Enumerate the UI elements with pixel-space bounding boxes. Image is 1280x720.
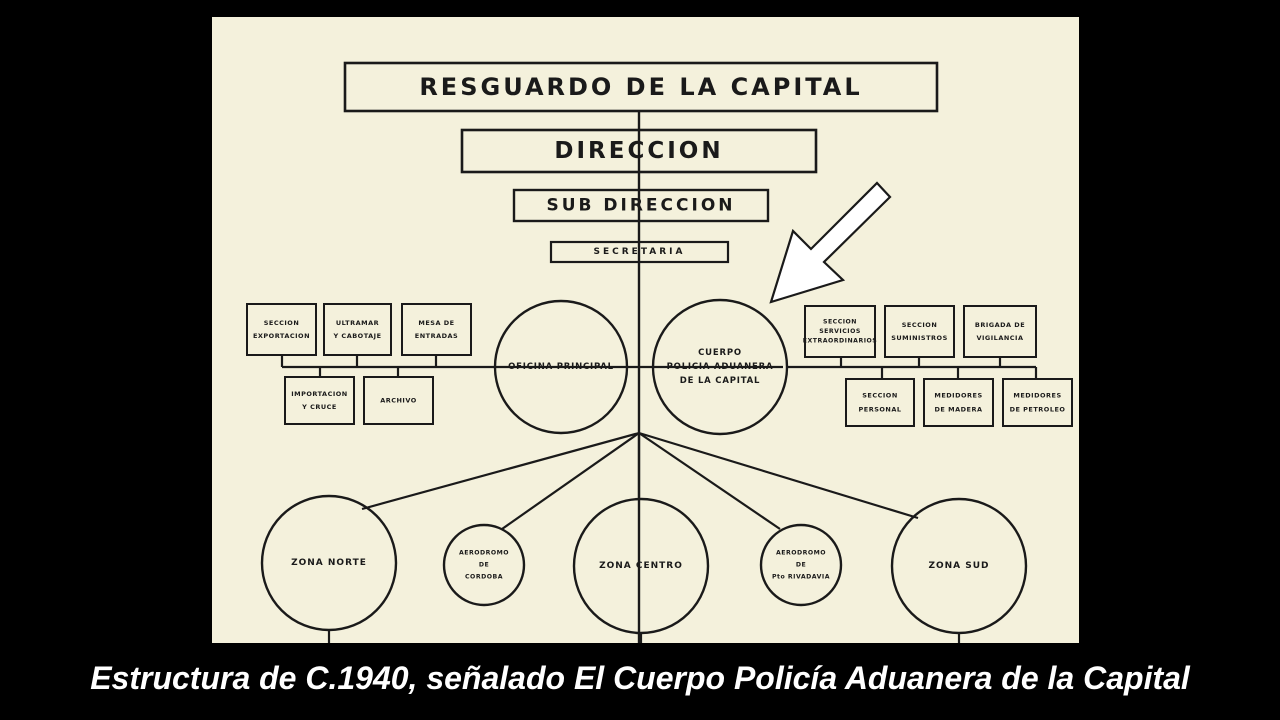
direccion-box bbox=[460, 128, 818, 174]
zona-norte-label: ZONA NORTE bbox=[291, 558, 367, 568]
cuerpo-policia-label: POLICIA ADUANERA bbox=[667, 362, 774, 372]
medidores-madera-label: DE MADERA bbox=[935, 406, 983, 414]
brigada-vigilancia-label: BRIGADA DE bbox=[975, 321, 1025, 329]
servicios-extraordinarios-label: SERVICIOS bbox=[819, 328, 861, 335]
seccion-personal-box bbox=[845, 378, 915, 427]
importacion-cruce-label: IMPORTACION bbox=[291, 390, 348, 398]
aerodromo-cordoba-label: CORDOBA bbox=[465, 574, 503, 581]
arrow-icon bbox=[769, 181, 892, 304]
seccion-exportacion-label: EXPORTACION bbox=[253, 332, 310, 340]
ultramar-cabotaje-box bbox=[323, 303, 392, 356]
medidores-petroleo-label: MEDIDORES bbox=[1013, 392, 1061, 400]
secretaria-box bbox=[549, 240, 730, 264]
mesa-entradas-label: MESA DE bbox=[418, 319, 454, 327]
connector-line bbox=[638, 432, 781, 530]
brigada-vigilancia-label: VIGILANCIA bbox=[976, 334, 1023, 342]
medidores-madera-box bbox=[923, 378, 994, 427]
ultramar-cabotaje-label: Y CABOTAJE bbox=[332, 332, 381, 340]
archivo-label: ARCHIVO bbox=[380, 397, 417, 405]
oficina-principal-label: OFICINA PRINCIPAL bbox=[508, 362, 614, 372]
org-chart: RESGUARDO DE LA CAPITAL DIRECCION SUB DIRE… bbox=[212, 17, 1079, 643]
brigada-vigilancia-box bbox=[963, 305, 1037, 358]
aerodromo-cordoba-label: AERODROMO bbox=[459, 550, 509, 557]
seccion-exportacion-label: SECCION bbox=[264, 319, 300, 327]
cuerpo-policia-label: CUERPO bbox=[698, 348, 742, 358]
org-chart-svg: RESGUARDO DE LA CAPITAL DIRECCION SUB DIRE… bbox=[246, 61, 1073, 643]
aerodromo-rivadavia-label: Pto RIVADAVIA bbox=[772, 574, 830, 581]
servicios-extraordinarios-label: EXTRAORDINARIOS bbox=[803, 338, 877, 345]
seccion-personal-label: SECCION bbox=[862, 392, 898, 400]
archivo-box bbox=[363, 376, 434, 425]
mesa-entradas-label: ENTRADAS bbox=[415, 332, 458, 340]
subdireccion-label: SUB DIRECCION bbox=[546, 196, 735, 216]
servicios-extraordinarios-box bbox=[804, 305, 876, 358]
connector-line bbox=[638, 431, 919, 520]
ultramar-cabotaje-label: ULTRAMAR bbox=[336, 319, 379, 327]
servicios-extraordinarios-label: SECCION bbox=[823, 319, 857, 326]
secretaria-label: SECRETARIA bbox=[594, 247, 686, 257]
caption: Estructura de C.1940, señalado El Cuerpo… bbox=[90, 660, 1190, 696]
aerodromo-cordoba-label: DE bbox=[479, 562, 489, 569]
importacion-cruce-label: Y CRUCE bbox=[301, 403, 337, 411]
resguardo-label: RESGUARDO DE LA CAPITAL bbox=[419, 73, 862, 101]
importacion-cruce-box bbox=[284, 376, 355, 425]
medidores-madera-label: MEDIDORES bbox=[934, 392, 982, 400]
mesa-entradas-box bbox=[401, 303, 472, 356]
seccion-suministros-label: SECCION bbox=[902, 321, 938, 329]
zona-sud-label: ZONA SUD bbox=[928, 561, 989, 571]
medidores-petroleo-box bbox=[1002, 378, 1073, 427]
seccion-suministros-box bbox=[884, 305, 955, 358]
connector-line bbox=[361, 431, 640, 511]
aerodromo-rivadavia-circle bbox=[759, 523, 843, 607]
resguardo-box bbox=[343, 61, 939, 113]
seccion-exportacion-box bbox=[246, 303, 317, 356]
connector-line bbox=[501, 432, 640, 530]
aerodromo-rivadavia-label: DE bbox=[796, 562, 806, 569]
aerodromo-rivadavia-label: AERODROMO bbox=[776, 550, 826, 557]
zona-centro-label: ZONA CENTRO bbox=[599, 561, 683, 571]
seccion-personal-label: PERSONAL bbox=[858, 406, 901, 414]
aerodromo-cordoba-circle bbox=[442, 523, 526, 607]
direccion-label: DIRECCION bbox=[554, 138, 723, 164]
cuerpo-policia-label: DE LA CAPITAL bbox=[680, 376, 761, 386]
medidores-petroleo-label: DE PETROLEO bbox=[1010, 406, 1066, 414]
seccion-suministros-label: SUMINISTROS bbox=[891, 334, 948, 342]
subdireccion-box bbox=[512, 188, 770, 223]
